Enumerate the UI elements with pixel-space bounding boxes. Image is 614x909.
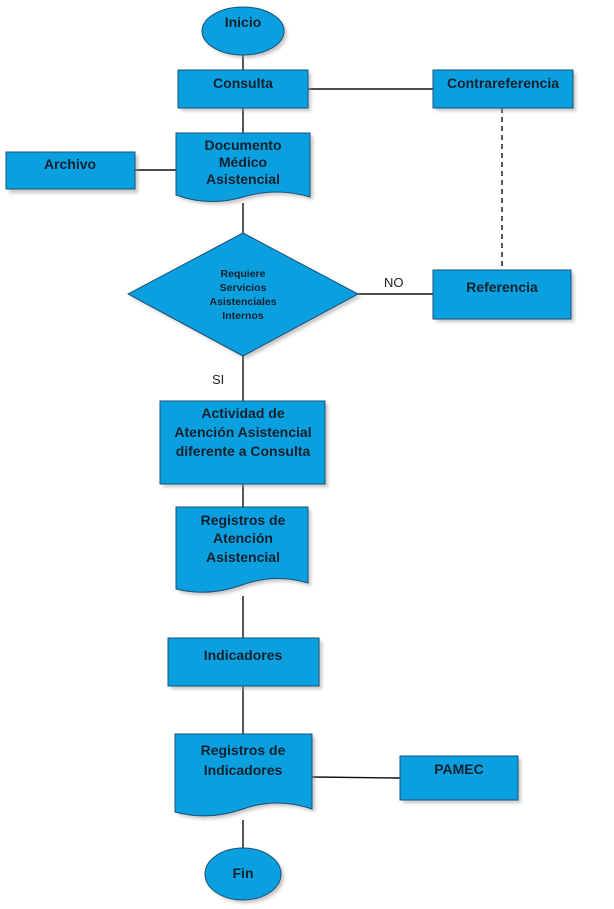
node-registros-atencion: Registros de Atención Asistencial — [175, 506, 311, 596]
node-actividad-label-2: Atención Asistencial — [174, 424, 311, 440]
node-actividad-label-1: Actividad de — [201, 405, 284, 421]
node-documento: Documento Médico Asistencial — [175, 132, 313, 205]
node-registros-indicadores: Registros de Indicadores — [174, 733, 315, 819]
node-registros-indicadores-label-2: Indicadores — [204, 762, 283, 778]
node-consulta: Consulta — [177, 69, 311, 111]
node-decision-label-2: Servicios — [220, 282, 267, 294]
node-registros-indicadores-label-1: Registros de — [201, 742, 286, 758]
node-archivo: Archivo — [5, 151, 138, 193]
node-inicio-label: Inicio — [225, 14, 262, 30]
node-indicadores-label: Indicadores — [204, 647, 283, 663]
node-pamec-label: PAMEC — [434, 761, 484, 777]
node-fin: Fin — [204, 847, 284, 903]
node-pamec: PAMEC — [399, 755, 521, 803]
node-decision-label-1: Requiere — [221, 268, 266, 280]
node-indicadores: Indicadores — [167, 637, 322, 689]
node-archivo-label: Archivo — [44, 156, 96, 172]
node-contrareferencia: Contrareferencia — [432, 69, 576, 111]
node-consulta-label: Consulta — [213, 75, 273, 91]
node-documento-label-3: Asistencial — [206, 171, 280, 187]
node-registros-atencion-label-3: Asistencial — [206, 549, 280, 565]
node-documento-label-2: Médico — [219, 154, 267, 170]
node-decision-label-3: Asistenciales — [209, 296, 276, 308]
node-inicio: Inicio — [201, 6, 287, 58]
node-registros-atencion-label-1: Registros de — [201, 512, 286, 528]
node-referencia-label: Referencia — [466, 279, 538, 295]
edge-label-si: SI — [212, 372, 224, 387]
node-referencia: Referencia — [432, 269, 574, 322]
node-fin-label: Fin — [233, 865, 254, 881]
node-decision: Requiere Servicios Asistenciales Interno… — [126, 232, 361, 359]
node-registros-atencion-label-2: Atención — [213, 530, 273, 546]
node-documento-label-1: Documento — [205, 137, 282, 153]
edge-registros-ind-pamec — [311, 776, 401, 779]
node-actividad: Actividad de Atención Asistencial difere… — [159, 400, 328, 487]
node-contrareferencia-label: Contrareferencia — [447, 75, 559, 91]
node-decision-label-4: Internos — [222, 310, 264, 322]
node-actividad-label-3: diferente a Consulta — [176, 443, 311, 459]
edge-label-no: NO — [384, 275, 404, 290]
connectors — [135, 54, 503, 850]
